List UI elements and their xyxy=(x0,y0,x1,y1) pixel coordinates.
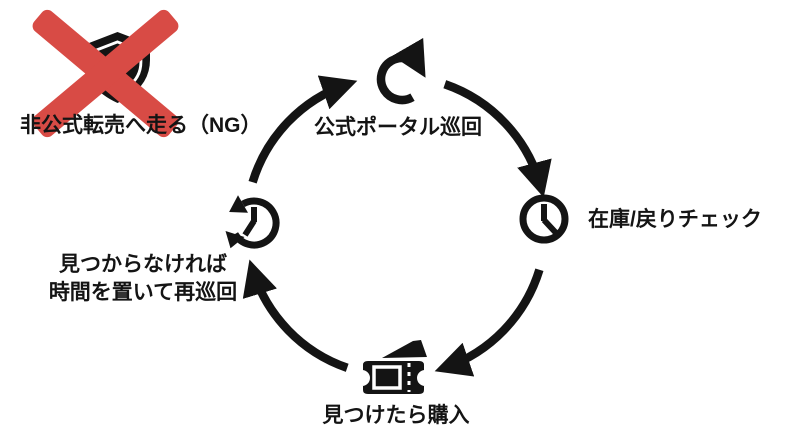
node-label-portal-patrol: 公式ポータル巡回 xyxy=(314,116,482,139)
clock-icon xyxy=(519,194,569,244)
retry-line-2: 時間を置いて再巡回 xyxy=(48,281,238,304)
node-label-retry: 見つからなければ 時間を置いて再巡回 xyxy=(32,251,254,307)
arrow-top-to-right xyxy=(443,80,552,198)
arrow-left-to-top xyxy=(248,75,358,184)
node-label-stock-check: 在庫/戻りチェック xyxy=(588,208,762,231)
ng-label: 非公式転売へ走る（NG） xyxy=(20,114,262,137)
ticket-icon xyxy=(361,340,427,396)
node-label-purchase: 見つけたら購入 xyxy=(322,404,470,427)
history-clock-icon xyxy=(225,195,280,249)
retry-line-1: 見つからなければ xyxy=(59,253,227,276)
arrow-bottom-to-left xyxy=(242,259,349,372)
arrow-right-to-bottom xyxy=(434,268,544,377)
refresh-icon xyxy=(376,37,426,105)
ng-cross-icon xyxy=(32,9,179,138)
cycle-arrows xyxy=(242,75,552,377)
